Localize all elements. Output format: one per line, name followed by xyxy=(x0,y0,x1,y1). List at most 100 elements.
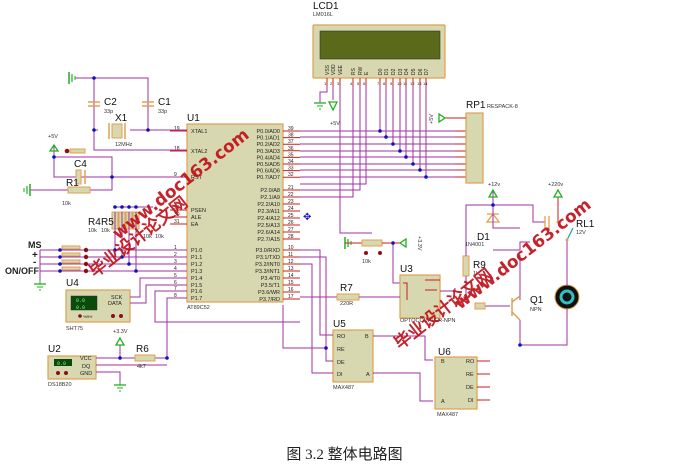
junction-dot xyxy=(113,248,117,252)
junction-dot xyxy=(134,269,138,273)
sensor-u4-sht75: U4 0.0 0.0 SCK DATA %RH SHT75 xyxy=(65,278,131,332)
r4-value: 10k xyxy=(88,228,97,234)
mcu-pin-number: 34 xyxy=(288,159,294,165)
lcd-pin-label: E xyxy=(364,71,370,75)
lcd-pin-number: 3 xyxy=(337,81,340,86)
junction-dot xyxy=(120,255,124,259)
lcd-pin-number: 14 xyxy=(423,81,428,86)
mcu-pin-name: P1.0 xyxy=(191,248,202,254)
r1-value: 10k xyxy=(62,201,71,207)
mcu-pin-number: 26 xyxy=(288,220,294,226)
rs485-u6: U6 B A RO RE DE DI MAX487 xyxy=(434,347,490,418)
lcd-pin-label: VSS xyxy=(325,64,331,75)
mcu-pin-name: P2.7/A15 xyxy=(257,237,280,243)
lcd-pin-label: D4 xyxy=(404,68,410,75)
figure-caption: 图 3.2 整体电路图 xyxy=(286,447,403,463)
mcu-pin-number: 23 xyxy=(288,199,294,205)
mcu-pin-name: P3.3/INT1 xyxy=(255,269,280,275)
mcu-pin-number: 36 xyxy=(288,146,294,152)
mcu-pin-name: P3.6/WR xyxy=(258,290,280,296)
lcd-pin-number: 7 xyxy=(377,81,380,86)
ground-icon xyxy=(68,71,76,85)
r2-value: 10k xyxy=(143,234,152,240)
ground-icon xyxy=(23,183,31,197)
lcd-pin-number: 5 xyxy=(357,81,360,86)
junction-dot xyxy=(404,155,408,159)
q1-ref: Q1 xyxy=(530,295,544,306)
reset-button[interactable] xyxy=(64,148,86,154)
lcd-screen xyxy=(319,30,441,60)
mcu-pin-number: 2 xyxy=(174,252,177,258)
u6-pin-a: A xyxy=(441,399,445,405)
power-arrow-icon xyxy=(438,112,447,124)
power-arrow-icon xyxy=(327,101,339,112)
lcd-pin-label: D1 xyxy=(384,68,390,75)
mcu-pin-name: RST xyxy=(191,175,203,181)
oscillator-circuit xyxy=(75,77,187,151)
r5-value: 10k xyxy=(101,228,110,234)
r7-value: 220R xyxy=(340,301,353,307)
mcu-pin-number: 25 xyxy=(288,213,294,219)
mcu-pin-name: XTAL2 xyxy=(191,149,207,155)
lcd-pin-label: VEE xyxy=(338,64,344,75)
lcd-pin-number: 4 xyxy=(350,81,353,86)
mcu-pin-number: 5 xyxy=(174,273,177,279)
plus-button[interactable] xyxy=(58,252,89,260)
p0-bus xyxy=(300,86,455,234)
onoff-button[interactable] xyxy=(58,266,89,274)
mcu-pin-name: P1.7 xyxy=(191,296,202,302)
u6-pin-b: B xyxy=(441,359,445,365)
u5-pin-di: DI xyxy=(337,372,343,378)
reset-power-label: +5V xyxy=(48,134,58,140)
junction-dot xyxy=(134,205,138,209)
u5-pin-b: B xyxy=(365,334,369,340)
mcu-u1: U1 AT89C52 XTAL119XTAL218RST9PSEN29ALE30… xyxy=(170,113,466,311)
minus-button[interactable] xyxy=(58,259,89,267)
mcu-pin-number: 1 xyxy=(174,245,177,251)
mcu-pin-name: P1.6 xyxy=(191,289,202,295)
u4-display-temp: 0.0 xyxy=(76,298,85,304)
mcu-part: AT89C52 xyxy=(187,305,210,311)
resistor-r6 xyxy=(134,354,156,362)
relay-rl1 xyxy=(544,188,574,242)
mcu-pin-name: P3.7/RD xyxy=(259,297,280,303)
rl1-value: 12V xyxy=(576,230,586,236)
x1-ref: X1 xyxy=(115,113,128,124)
c2-value: 33p xyxy=(104,109,113,115)
mcu-pin-name: P1.2 xyxy=(191,262,202,268)
q1-part: NPN xyxy=(530,307,542,313)
rp1-power-label: +5V xyxy=(429,114,435,124)
resistor-r9 xyxy=(462,255,470,277)
c4-ref: C4 xyxy=(74,159,87,170)
mcu-pin-name: P3.5/T1 xyxy=(261,283,280,289)
relay-12v-label: +12v xyxy=(488,182,500,188)
d1-ref: D1 xyxy=(477,232,490,243)
power-arrow-icon xyxy=(48,143,60,152)
u4-display xyxy=(70,295,98,311)
pot-value: 10k xyxy=(362,259,371,265)
mcu-pin-name: P3.2/INT0 xyxy=(255,262,280,268)
plus-button-label: + xyxy=(32,250,38,261)
mcu-pin-number: 31 xyxy=(174,219,180,225)
u4-wires xyxy=(130,277,300,323)
u6-ref: U6 xyxy=(438,347,451,358)
mcu-pin-number: 6 xyxy=(174,280,177,286)
mcu-pin-number: 12 xyxy=(288,259,294,265)
mcu-pin-name: EA xyxy=(191,222,199,228)
rp1-body xyxy=(465,112,484,184)
u2-pin-dq: DQ xyxy=(82,364,91,370)
lcd-pin-label: D5 xyxy=(411,68,417,75)
lcd-pin-number: 10 xyxy=(397,81,402,86)
junction-dot xyxy=(398,149,402,153)
mcu-pin-number: 11 xyxy=(288,252,293,258)
lcd-pin-label: D0 xyxy=(378,68,384,75)
u5-part: MAX487 xyxy=(333,385,354,391)
schematic-canvas: LCD1 LM016L VSS1VDD2VEE3RS4RW5E6D07D18D2… xyxy=(5,1,595,418)
r6-ref: R6 xyxy=(136,344,149,355)
mcu-pin-name: P0.2/AD2 xyxy=(256,142,280,148)
lcd-pin-number: 1 xyxy=(324,81,327,86)
junction-dot xyxy=(424,175,428,179)
ms-button[interactable] xyxy=(58,245,89,253)
u4-pin-sck: SCK xyxy=(111,295,123,301)
mcu-pin-name: P2.6/A14 xyxy=(257,230,280,236)
